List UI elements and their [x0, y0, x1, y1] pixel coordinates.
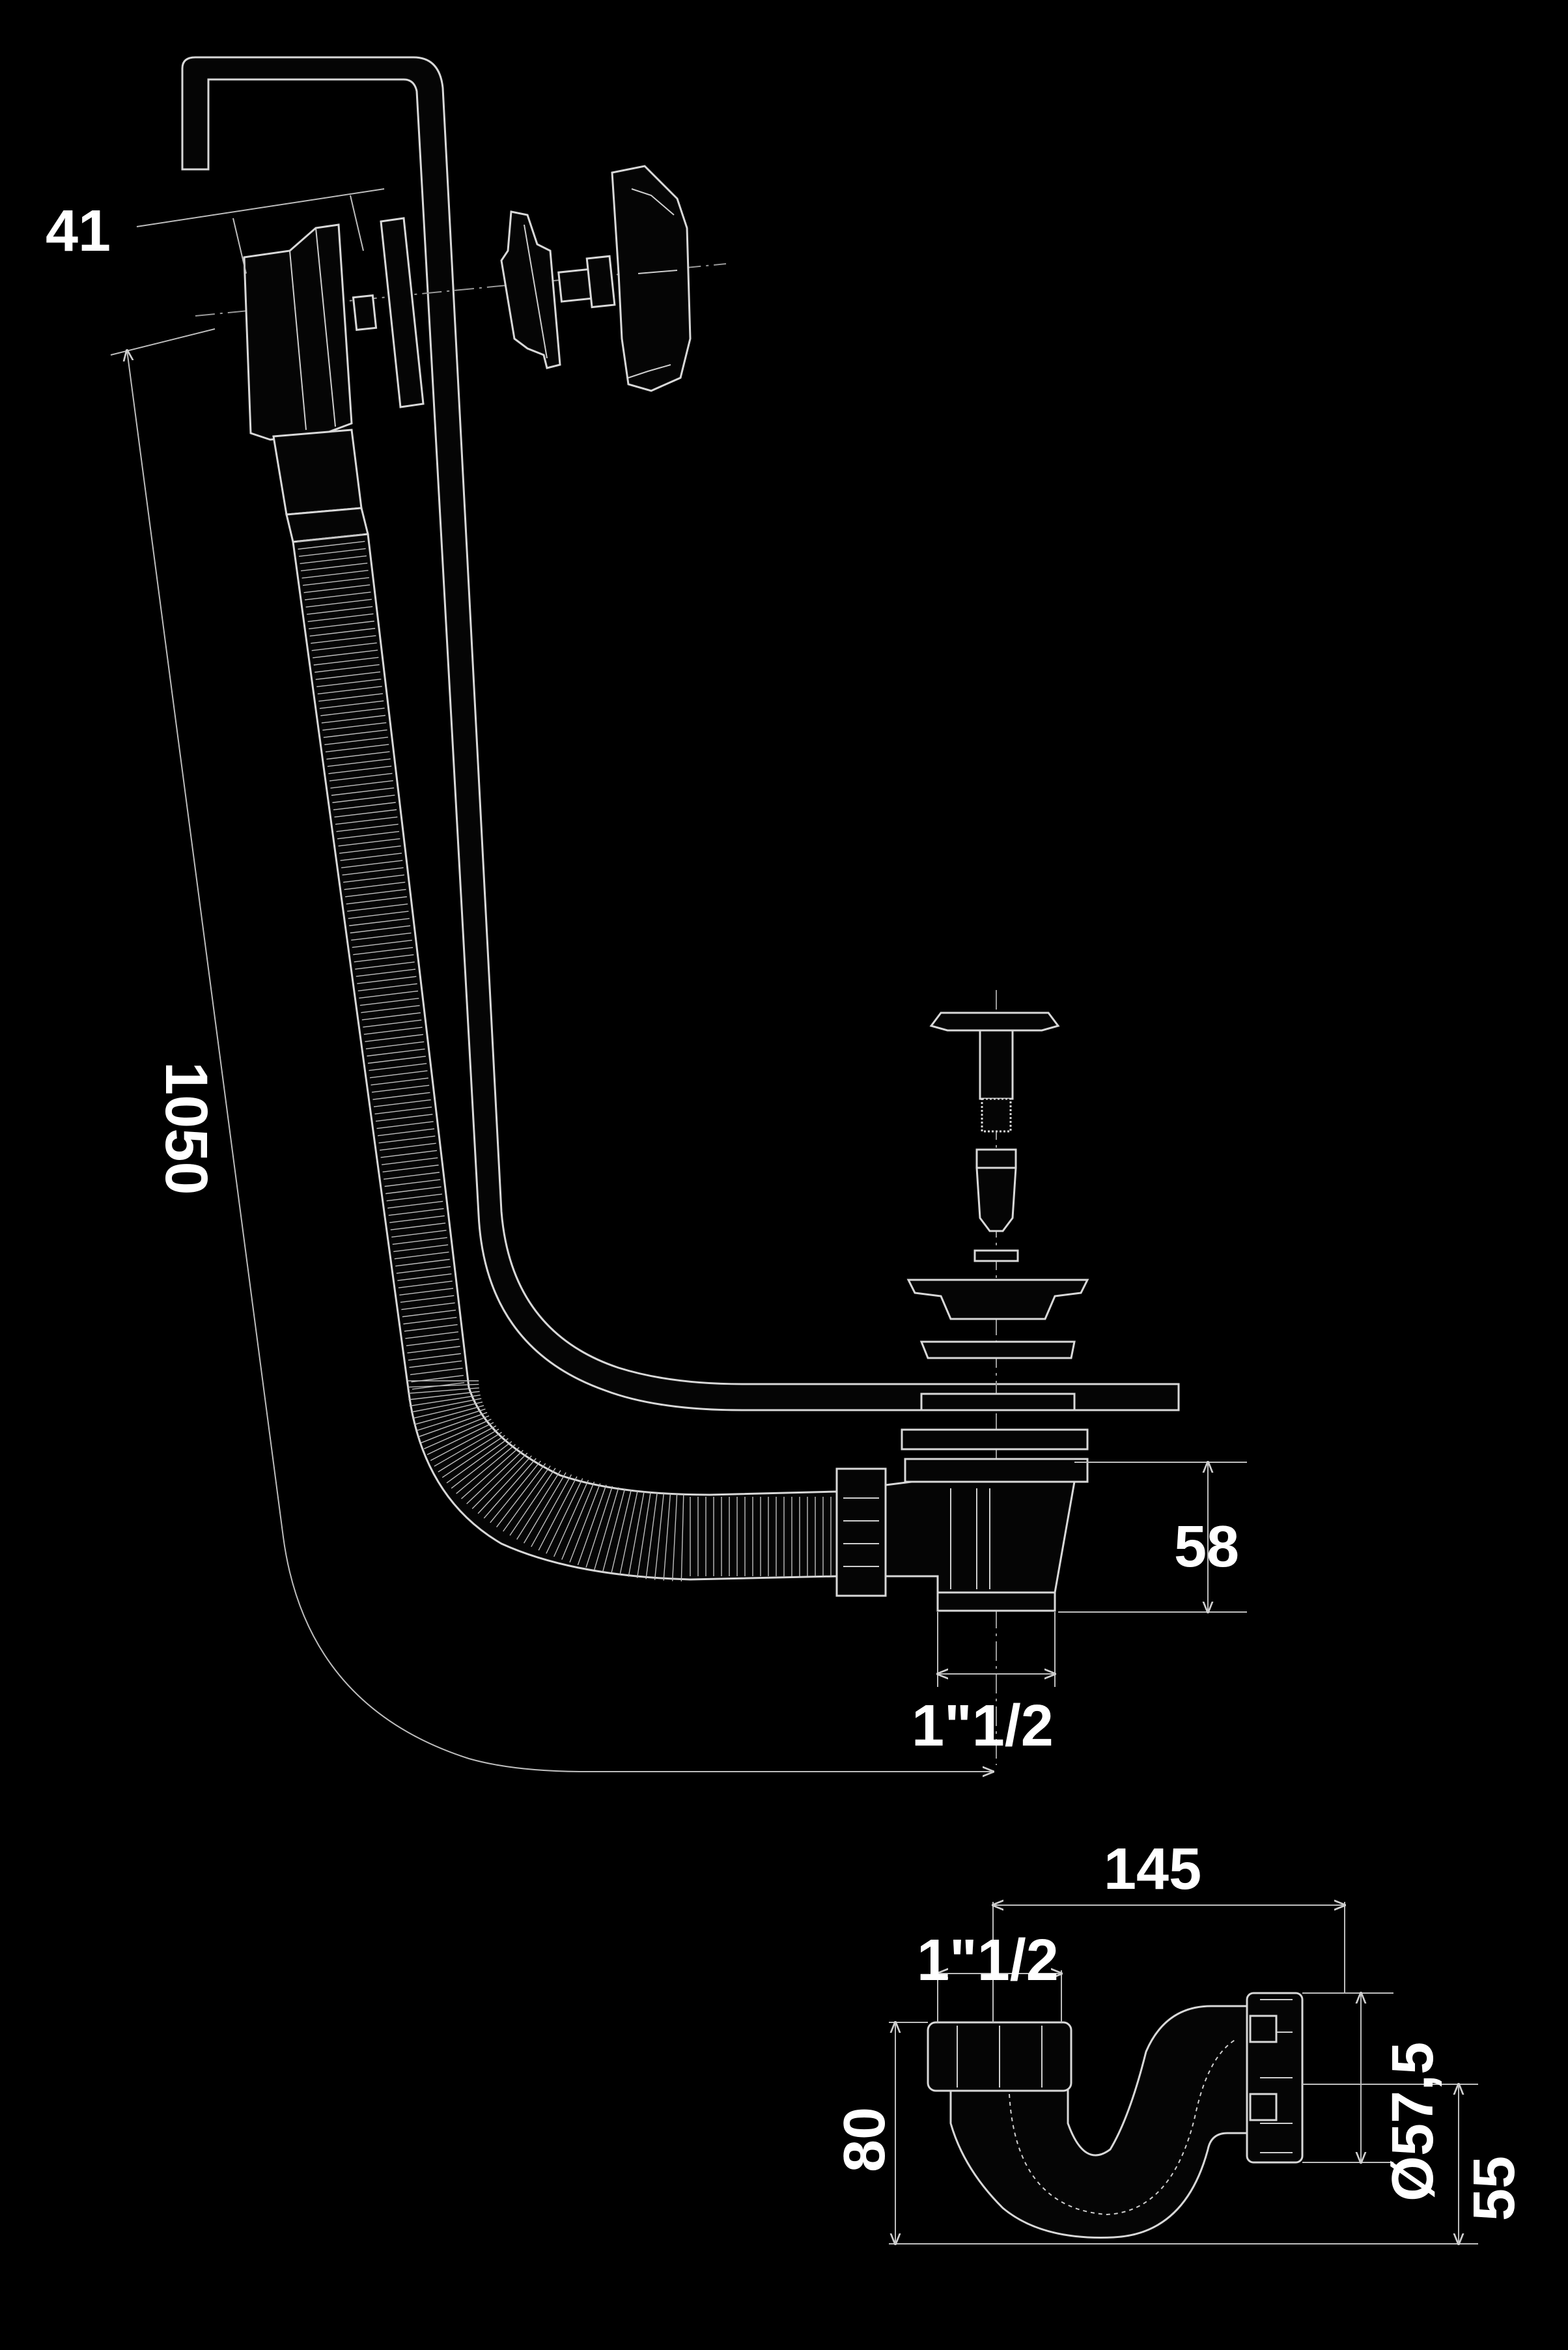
dim-label-drain-height: 58 — [1174, 1514, 1239, 1579]
dim-label-drain-thread: 1"1/2 — [912, 1693, 1054, 1759]
dim-label-trap-outlet-diameter: Ø57,5 — [1380, 2042, 1446, 2201]
overflow-head-assembly — [195, 165, 727, 441]
dim-label-trap-width: 145 — [1104, 1837, 1201, 1902]
dim-label-trap-inlet-thread: 1"1/2 — [917, 1928, 1059, 1993]
dim-label-total-length: 1050 — [153, 1062, 219, 1195]
dim-label-trap-height: 80 — [832, 2107, 897, 2172]
p-trap-assembly — [927, 1992, 1304, 2239]
dim-label-trap-outlet-height: 55 — [1462, 2156, 1527, 2221]
dimension-lines-trap — [889, 1902, 1478, 2244]
overflow-connector — [272, 429, 369, 543]
flexible-hose — [292, 533, 838, 1581]
dim-label-overflow-height: 41 — [46, 199, 111, 264]
drain-assembly — [835, 990, 1089, 1765]
dimension-lines-upper — [110, 188, 1247, 1772]
